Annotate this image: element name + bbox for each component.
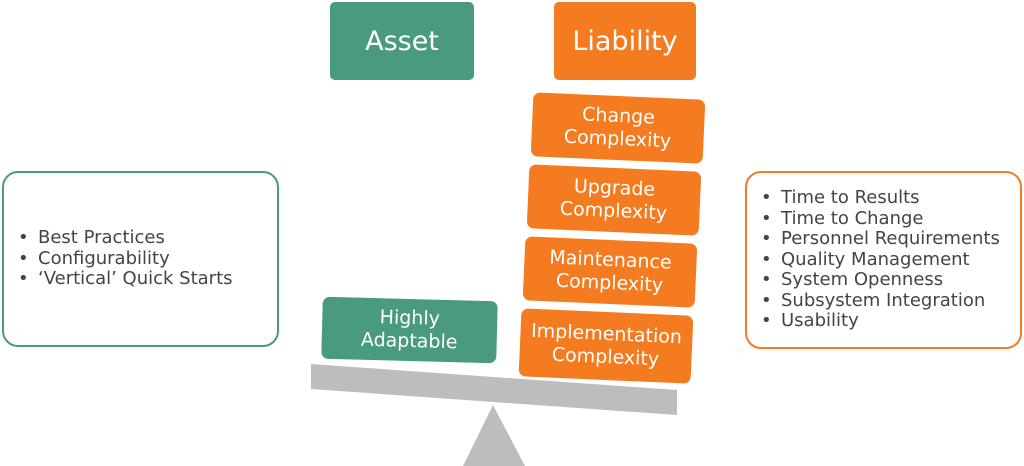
asset-header: Asset xyxy=(330,2,474,80)
block-line: Complexity xyxy=(555,269,664,297)
asset-list-item: ‘Vertical’ Quick Starts xyxy=(18,269,232,290)
liability-list-item: Usability xyxy=(761,311,1000,332)
scale-beam xyxy=(311,364,677,415)
block-line: Highly xyxy=(379,306,441,330)
scale-fulcrum xyxy=(463,405,525,466)
asset-header-label: Asset xyxy=(365,25,439,57)
block-line: Adaptable xyxy=(360,328,458,354)
block-change-complexity: Change Complexity xyxy=(530,92,706,164)
block-line: Complexity xyxy=(559,197,668,225)
asset-list: Best Practices Configurability ‘Vertical… xyxy=(4,228,233,290)
block-maintenance-complexity: Maintenance Complexity xyxy=(522,236,698,308)
liability-list-item: Personnel Requirements xyxy=(761,229,1000,250)
liability-list-item: Time to Results xyxy=(761,188,1000,209)
block-line: Complexity xyxy=(563,125,672,153)
block-implementation-complexity: Implementation Complexity xyxy=(518,308,694,384)
liability-list-item: Subsystem Integration xyxy=(761,290,1000,312)
liability-list: Time to Results Time to Change Personnel… xyxy=(747,188,1000,332)
liability-header-label: Liability xyxy=(572,25,678,57)
asset-list-box: Best Practices Configurability ‘Vertical… xyxy=(2,171,279,347)
asset-list-item: Configurability xyxy=(18,248,233,270)
asset-list-item: Best Practices xyxy=(18,228,233,249)
liability-list-item: Quality Management xyxy=(761,249,1000,271)
liability-header: Liability xyxy=(554,2,696,80)
block-upgrade-complexity: Upgrade Complexity xyxy=(526,164,702,236)
liability-list-item: System Openness xyxy=(761,270,1000,291)
block-highly-adaptable: Highly Adaptable xyxy=(321,296,498,364)
liability-list-item: Time to Change xyxy=(761,208,1000,230)
liability-list-box: Time to Results Time to Change Personnel… xyxy=(745,171,1022,349)
